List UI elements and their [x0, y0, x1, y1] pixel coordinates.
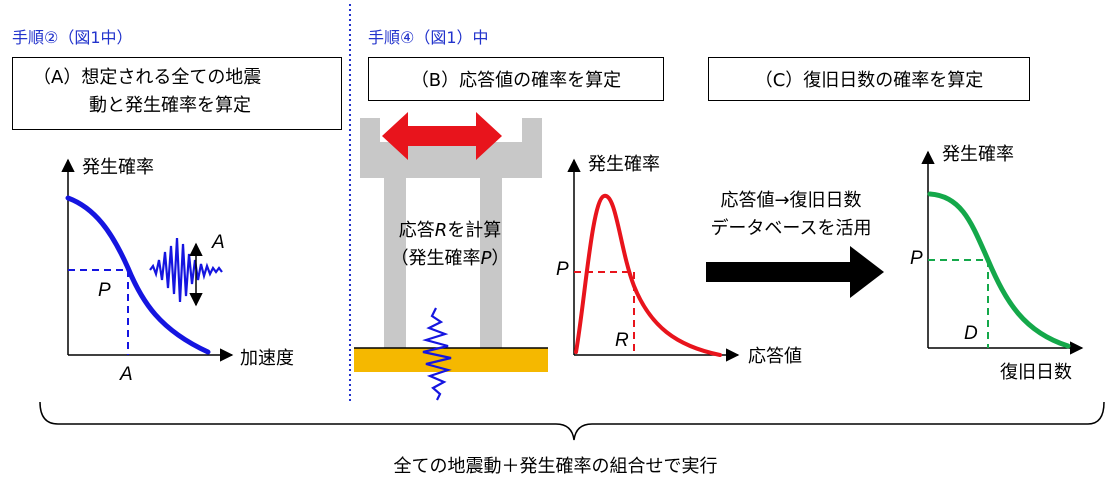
bridge-structure — [354, 112, 548, 401]
chart-a-curve — [65, 195, 211, 355]
footer-caption: 全ての地震動＋発生確率の組合せで実行 — [393, 456, 718, 477]
box-a-line1: （A）想定される全ての地震 — [33, 67, 262, 88]
chart-a-amplitude-label: A — [212, 232, 225, 253]
chart-a-ylabel: 発生確率 — [82, 157, 154, 178]
ground-slab — [354, 348, 548, 372]
chart-c-p-label: P — [910, 248, 923, 269]
pier-right — [480, 176, 502, 348]
beam-right-post — [522, 118, 542, 144]
chart-c — [921, 150, 1084, 355]
process-arrow — [706, 246, 884, 298]
chart-b-p-label: P — [556, 259, 569, 280]
box-b: （B）応答値の確率を算定 — [368, 57, 664, 101]
chart-c-xlabel: 復旧日数 — [1000, 362, 1072, 383]
chart-a-p-label: P — [98, 280, 111, 301]
chart-a-xlabel: 加速度 — [240, 348, 294, 369]
arrow-text-line2: データベースを活用 — [710, 218, 872, 239]
step-label-right: 手順④（図1）中 — [368, 28, 489, 47]
chart-b-curve — [574, 194, 722, 357]
chart-a-a-label: A — [120, 364, 133, 385]
summary-brace — [39, 401, 1105, 441]
chart-b — [567, 158, 740, 362]
shake-arrow — [382, 112, 502, 160]
chart-b-xlabel: 応答値 — [748, 346, 802, 367]
chart-c-ylabel: 発生確率 — [942, 144, 1014, 165]
seismic-wave-ground — [422, 307, 452, 401]
box-c: （C）復旧日数の確率を算定 — [708, 57, 1030, 101]
structure-line1: 応答Rを計算 — [398, 220, 502, 241]
beam-left-post — [360, 118, 380, 144]
seismic-wave-a — [149, 237, 223, 303]
box-a-line2: 動と発生確率を算定 — [89, 95, 251, 116]
box-a: （A）想定される全ての地震 動と発生確率を算定 — [12, 57, 342, 130]
structure-line2: （発生確率P） — [390, 248, 510, 269]
chart-b-r-label: R — [615, 330, 629, 351]
pier-left — [384, 176, 406, 348]
chart-a — [61, 158, 234, 362]
step-label-left: 手順②（図1中） — [12, 28, 133, 47]
beam-top — [360, 142, 542, 178]
chart-c-d-label: D — [964, 323, 978, 344]
chart-b-ylabel: 発生確率 — [588, 154, 660, 175]
chart-c-curve — [927, 191, 1071, 349]
arrow-text-line1: 応答値→復旧日数 — [720, 190, 862, 211]
